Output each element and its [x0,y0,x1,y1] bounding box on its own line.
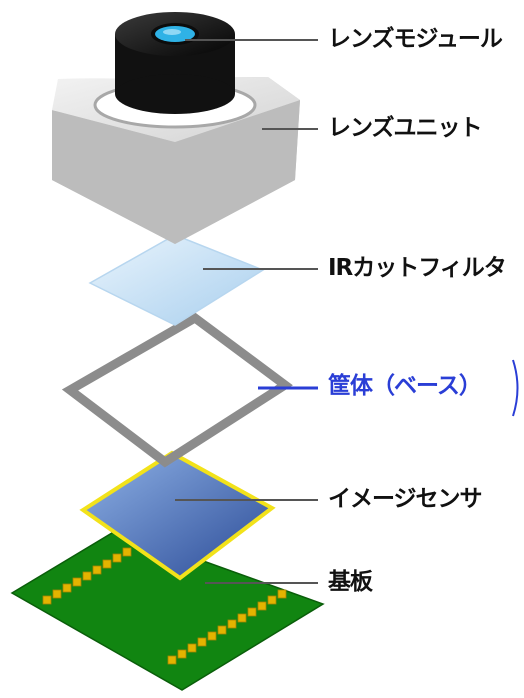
housing-bracket [512,359,519,417]
label-lens-module: レンズモジュール [328,26,503,52]
label-substrate: 基板 [328,569,373,595]
label-image-sensor: イメージセンサ [328,486,483,512]
ir-cut-filter [88,234,265,326]
substrate-pins-right [167,589,287,665]
leader-lines [175,39,318,584]
label-ir-cut-filter: IRカットフィルタ [328,255,507,281]
lens-unit [52,77,300,244]
substrate-pins-left [42,547,132,605]
lens-module [115,12,235,114]
substrate [10,529,325,691]
label-housing-base: 筐体（ベース） [328,373,482,399]
housing-frame [61,312,293,468]
image-sensor [79,450,276,581]
label-lens-unit: レンズユニット [328,115,483,141]
